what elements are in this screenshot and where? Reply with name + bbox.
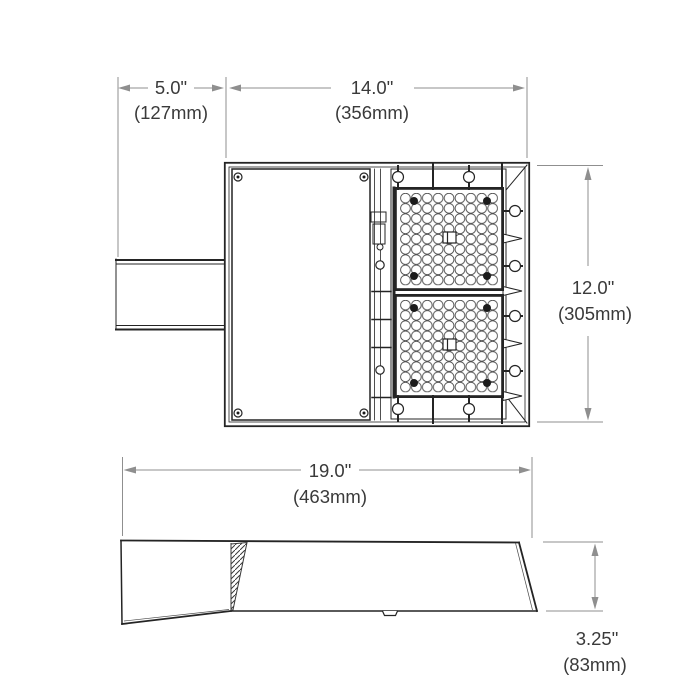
dim-overall-length-inches: 19.0" — [309, 460, 352, 481]
side-view: 19.0" (463mm) 3.25" (83mm) — [120, 457, 627, 675]
fixture-profile — [120, 539, 539, 626]
dim-fixture-height-metric: (83mm) — [563, 654, 627, 675]
housing-top — [223, 161, 531, 428]
hinge-channel — [370, 168, 392, 421]
dim-arm-length-inches: 5.0" — [155, 77, 187, 98]
hatched-joint — [230, 541, 248, 611]
dim-housing-width-metric: (356mm) — [335, 102, 409, 123]
module-center-mark — [442, 231, 457, 244]
cover-screw — [359, 172, 369, 182]
led-bay — [390, 163, 523, 424]
dim-overall-length-metric: (463mm) — [293, 486, 367, 507]
mounting-arm-top — [115, 258, 225, 331]
dim-housing-depth: 12.0" (305mm) — [537, 165, 632, 423]
dim-housing-width-inches: 14.0" — [351, 77, 394, 98]
cover-screw — [233, 172, 243, 182]
dim-arm-length: 5.0" (127mm) — [117, 77, 227, 257]
dim-housing-width: 14.0" (356mm) — [229, 77, 528, 158]
driver-compartment-cover — [231, 168, 371, 421]
bottom-bolts — [391, 395, 503, 424]
bottom-notch — [381, 610, 399, 617]
mounting-arm-side — [120, 539, 233, 626]
dim-overall-length: 19.0" (463mm) — [122, 457, 533, 538]
top-view: 5.0" (127mm) 14.0" (356mm) 12.0" (305mm) — [115, 77, 632, 428]
side-bolts — [502, 204, 523, 402]
dim-housing-depth-metric: (305mm) — [558, 303, 632, 324]
cover-screw — [359, 408, 369, 418]
led-module-1 — [393, 186, 504, 291]
dim-fixture-height-inches: 3.25" — [576, 628, 619, 649]
dim-housing-depth-inches: 12.0" — [572, 277, 615, 298]
led-module-2 — [393, 293, 504, 398]
top-bolts — [391, 163, 503, 190]
module-center-mark — [442, 338, 457, 351]
dim-arm-length-metric: (127mm) — [134, 102, 208, 123]
dim-fixture-height: 3.25" (83mm) — [543, 541, 627, 675]
cover-screw — [233, 408, 243, 418]
